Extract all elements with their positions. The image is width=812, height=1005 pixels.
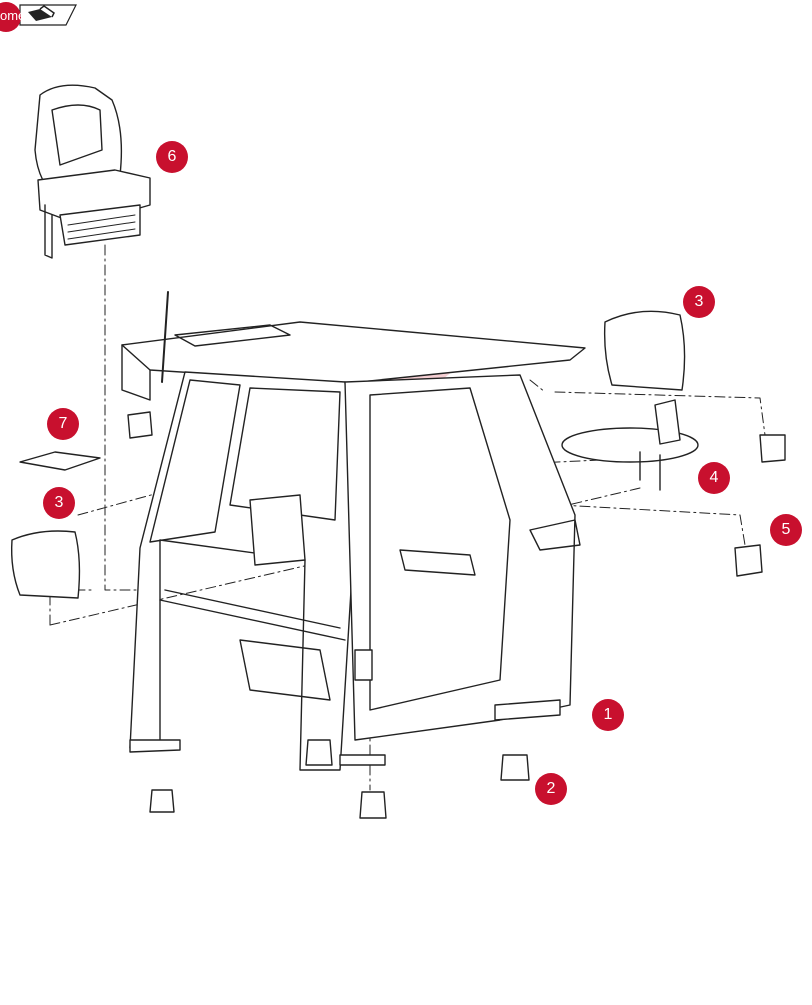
callout-6[interactable]: 6 bbox=[156, 141, 188, 173]
switch-box bbox=[127, 411, 786, 577]
armrest-pads bbox=[10, 310, 686, 599]
cab-mounts bbox=[149, 739, 530, 819]
floor-plate bbox=[19, 451, 101, 471]
home-badge bbox=[0, 2, 21, 32]
callout-5[interactable]: 5 bbox=[770, 514, 802, 546]
callout-1[interactable]: 1 bbox=[592, 699, 624, 731]
callout-4[interactable]: 4 bbox=[698, 462, 730, 494]
cab-roof bbox=[121, 291, 586, 401]
callout-3[interactable]: 3 bbox=[43, 487, 75, 519]
home-button[interactable]: ome bbox=[0, 0, 80, 32]
home-arrow-icon bbox=[19, 4, 77, 26]
armrest-console bbox=[561, 399, 699, 491]
callout-2[interactable]: 2 bbox=[535, 773, 567, 805]
callout-3[interactable]: 3 bbox=[683, 286, 715, 318]
home-label: ome bbox=[0, 8, 26, 23]
seat-assembly bbox=[34, 84, 151, 259]
cab-frame bbox=[129, 371, 581, 771]
callout-7[interactable]: 7 bbox=[47, 408, 79, 440]
